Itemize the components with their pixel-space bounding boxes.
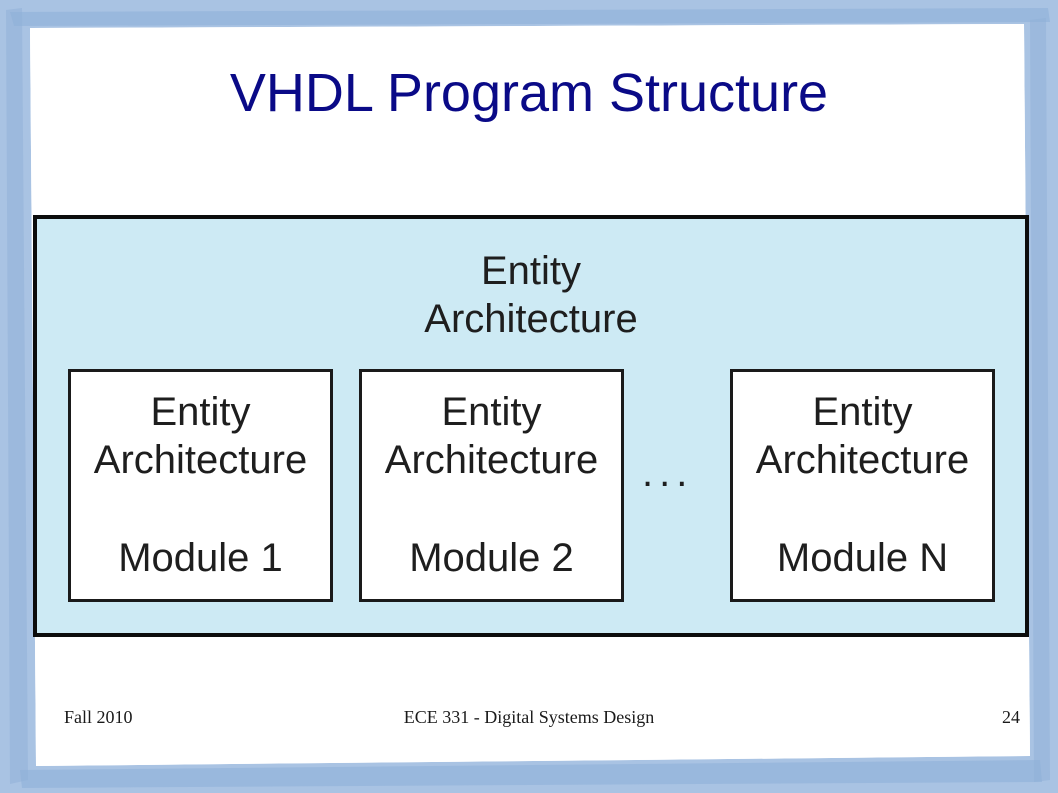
module-ellipsis: ... bbox=[642, 451, 694, 495]
module-entity-label: Entity bbox=[441, 390, 542, 434]
top-level-module-box: Entity Architecture Entity Architecture … bbox=[33, 215, 1029, 637]
footer-page-number: 24 bbox=[1002, 707, 1020, 727]
module-box-n: Entity Architecture Module N bbox=[730, 369, 995, 602]
top-entity-label: Entity bbox=[480, 249, 582, 293]
footer-course: ECE 331 - Digital Systems Design bbox=[403, 707, 655, 727]
module-entity-label: Entity bbox=[150, 390, 251, 434]
footer-date: Fall 2010 bbox=[64, 707, 133, 727]
top-level-label: Entity Architecture bbox=[37, 247, 1025, 343]
module-name-label: Module 1 bbox=[118, 536, 283, 580]
module-name-label: Module 2 bbox=[409, 536, 574, 580]
module-box-2: Entity Architecture Module 2 bbox=[359, 369, 624, 602]
module-entity-label: Entity bbox=[812, 390, 913, 434]
top-architecture-label: Architecture bbox=[424, 297, 638, 341]
module-box-1: Entity Architecture Module 1 bbox=[68, 369, 333, 602]
module-architecture-label: Architecture bbox=[755, 438, 970, 482]
module-architecture-label: Architecture bbox=[93, 438, 308, 482]
slide-title: VHDL Program Structure bbox=[229, 63, 829, 123]
module-name-label: Module N bbox=[776, 536, 949, 580]
module-architecture-label: Architecture bbox=[384, 438, 599, 482]
